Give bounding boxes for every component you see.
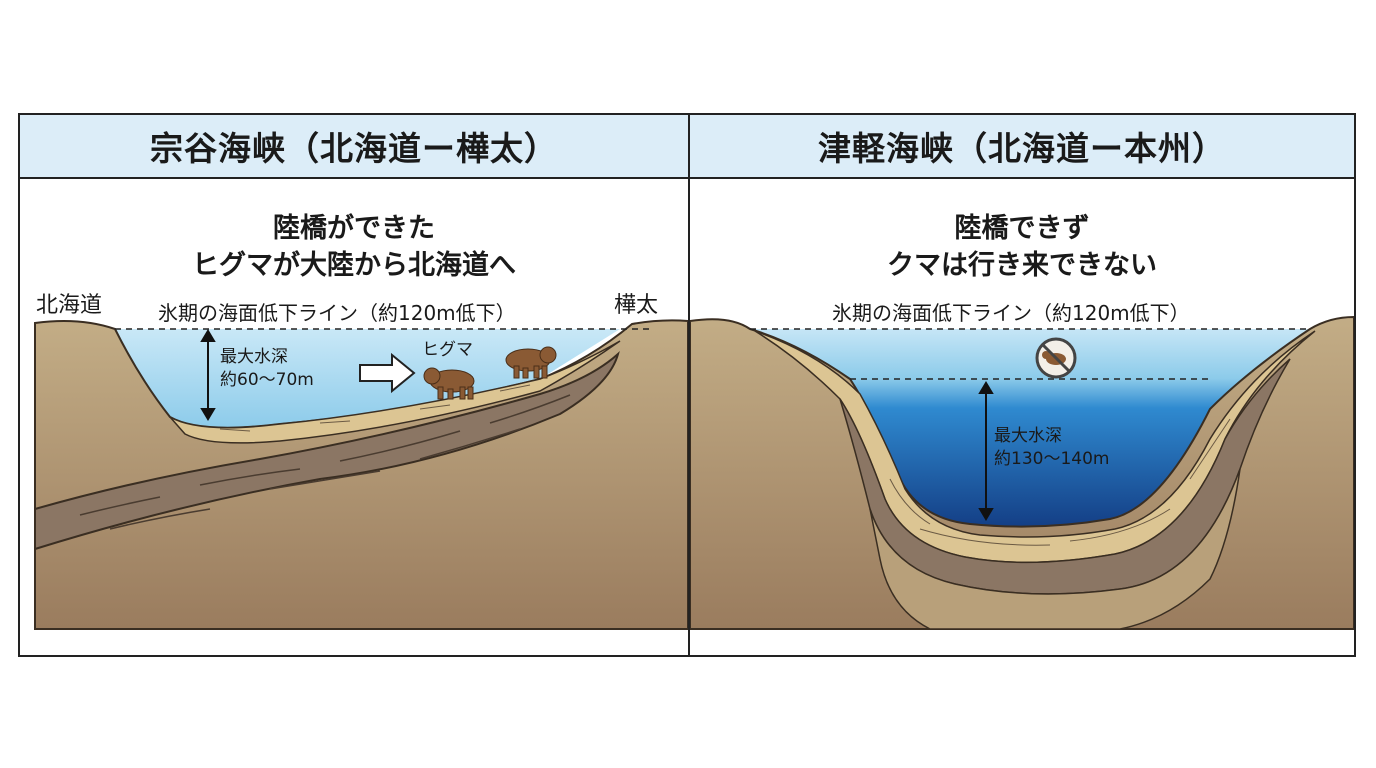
- no-bear-icon: [1035, 337, 1077, 379]
- soya-depth-arrow: [200, 329, 216, 421]
- soya-headline: 陸橋ができた ヒグマが大陸から北海道へ: [20, 210, 688, 284]
- soya-sea-level-label: 氷期の海面低下ライン（約120m低下）: [158, 301, 516, 325]
- tsugaru-strait-panel: 津軽海峡（北海道ー本州）: [690, 115, 1354, 655]
- soya-rock-band: [34, 351, 620, 551]
- tsugaru-depth-arrow: [978, 381, 994, 521]
- soya-depth-label-2: 約60〜70m: [220, 370, 314, 390]
- place-hokkaido: 北海道: [36, 293, 103, 318]
- tsugaru-headline: 陸橋できず クマは行き来できない: [690, 210, 1354, 284]
- soya-strait-panel: 宗谷海峡（北海道ー樺太）: [20, 115, 690, 655]
- bear-icon: [505, 346, 557, 379]
- bear-label: ヒグマ: [422, 340, 473, 360]
- tsugaru-headline-line-2: クマは行き来できない: [887, 250, 1157, 281]
- tsugaru-depth-label-1: 最大水深: [994, 426, 1062, 446]
- soya-sediment: [169, 340, 621, 444]
- place-sakhalin: 樺太: [614, 293, 659, 318]
- tsugaru-cross-section: [690, 315, 1354, 630]
- tsugaru-headline-line-1: 陸橋できず: [954, 213, 1090, 244]
- bear-icon: [423, 367, 475, 400]
- soya-cross-section: [34, 319, 688, 630]
- diagram-frame: 宗谷海峡（北海道ー樺太）: [18, 113, 1356, 657]
- tsugaru-strait-title: 津軽海峡（北海道ー本州）: [690, 115, 1354, 179]
- tsugaru-sea-level-label: 氷期の海面低下ライン（約120m低下）: [832, 301, 1190, 325]
- tsugaru-depth-label-2: 約130〜140m: [994, 449, 1110, 469]
- migration-arrow: [359, 352, 416, 394]
- soya-headline-line-2: ヒグマが大陸から北海道へ: [192, 250, 516, 281]
- soya-headline-line-1: 陸橋ができた: [273, 213, 435, 244]
- soya-depth-label-1: 最大水深: [220, 347, 288, 367]
- soya-strait-title: 宗谷海峡（北海道ー樺太）: [20, 115, 688, 179]
